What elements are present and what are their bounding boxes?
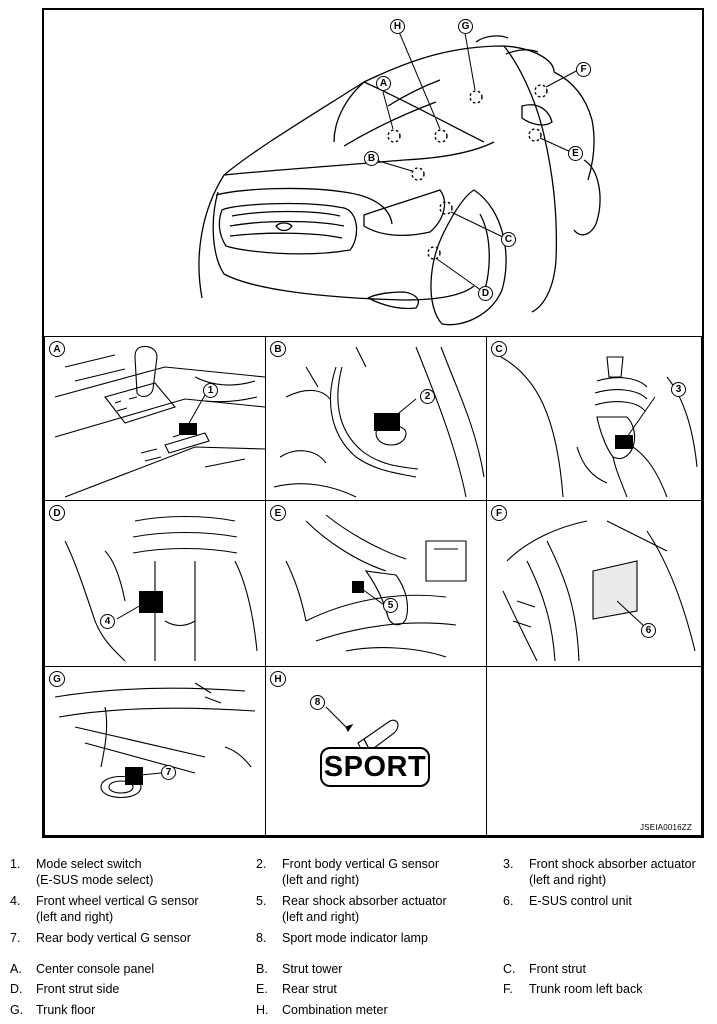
panel-d-label: D [49,505,65,521]
callout-6: 6 [641,623,656,638]
location-key: G. [10,1003,24,1017]
location-text: Trunk room left back [529,982,643,996]
panel-g-label: G [49,671,65,687]
panel-b: B 2 [265,336,487,501]
location-key: B. [256,962,268,976]
callout-7: 7 [161,765,176,780]
callout-1: 1 [203,383,218,398]
panel-d: D 4 [44,500,266,667]
callout-2: 2 [420,389,435,404]
panel-empty [486,666,702,836]
strut-tower-illustration [273,346,485,498]
location-text: Front strut [529,962,586,976]
location-key: C. [503,962,516,976]
sport-lamp-illustration [325,706,399,756]
vehicle-overview: A B C D E F G H [44,10,702,335]
legend-number: 5. [256,894,267,908]
trunk-floor-illustration [54,682,256,798]
location-text: Strut tower [282,962,343,976]
panel-c-label: C [491,341,507,357]
panel-g: G 7 [44,666,266,836]
legend-text: Front body vertical G sensor(left and ri… [282,857,440,887]
location-text: Front strut side [36,982,120,996]
vehicle-illustration [198,26,601,326]
callout-4: 4 [100,614,115,629]
panel-e: E 5 [265,500,487,667]
legend-text: Rear body vertical G sensor [36,931,191,945]
legend-text: Front wheel vertical G sensor(left and r… [36,894,199,924]
panel-c: C 3 [486,336,702,501]
location-text: Center console panel [36,962,155,976]
location-key: E. [256,982,268,996]
panel-a-label: A [49,341,65,357]
legend-text: Front shock absorber actuator(left and r… [529,857,696,887]
marker-e: E [568,146,583,161]
legend-number: 1. [10,857,21,871]
callout-3: 3 [671,382,686,397]
legend-number: 7. [10,931,21,945]
legend-text: E-SUS control unit [529,894,632,908]
panel-b-label: B [270,341,286,357]
legend-number: 8. [256,931,267,945]
panel-h: H 8 SPORT [265,666,487,836]
legend-number: 2. [256,857,267,871]
panel-f-label: F [491,505,507,521]
panel-a: A 1 [44,336,266,501]
front-strut-illustration [500,356,698,498]
location-text: Trunk floor [36,1003,96,1017]
panel-f: F 6 [486,500,702,667]
marker-c: C [501,232,516,247]
legend-text: Sport mode indicator lamp [282,931,428,945]
location-key: H. [256,1003,269,1017]
marker-f: F [576,62,591,77]
component-diagram: A B C D E F G H A 1 [42,8,704,838]
legend-text: Mode select switch(E-SUS mode select) [36,857,154,887]
location-key: F. [503,982,513,996]
trunk-room-illustration [502,520,696,662]
legend-number: 6. [503,894,514,908]
front-strut-side-illustration [64,515,258,662]
legend-number: 4. [10,894,21,908]
marker-a: A [376,76,391,91]
sport-indicator-lamp: SPORT [320,747,430,787]
rear-strut-illustration [285,514,467,658]
legend-number: 3. [503,857,514,871]
panel-h-label: H [270,671,286,687]
marker-b: B [364,151,379,166]
location-text: Rear strut [282,982,337,996]
marker-h: H [390,19,405,34]
location-key: A. [10,962,22,976]
marker-d: D [478,286,493,301]
console-illustration [54,345,265,498]
callout-8: 8 [310,695,325,710]
callout-5: 5 [383,598,398,613]
location-text: Combination meter [282,1003,388,1017]
marker-g: G [458,19,473,34]
location-key: D. [10,982,23,996]
reference-code: JSEIA0016ZZ [639,823,692,832]
panel-e-label: E [270,505,286,521]
legend-text: Rear shock absorber actuator(left and ri… [282,894,447,924]
